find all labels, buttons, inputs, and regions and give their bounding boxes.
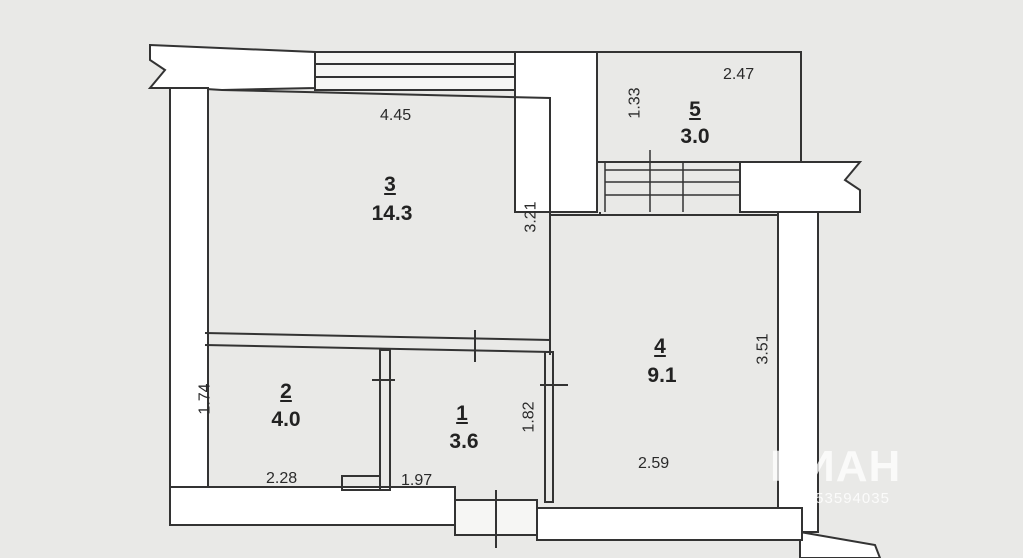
room5-number: 5 — [689, 98, 701, 121]
room3-area: 14.3 — [371, 202, 413, 225]
room3-number: 3 — [384, 173, 396, 196]
partition-r1-r4 — [544, 351, 554, 503]
dim-room1-height: 1.82 — [520, 401, 538, 433]
dim-room3-width: 4.45 — [380, 107, 412, 124]
wall-right-column — [739, 161, 863, 213]
dim-room2-width: 2.28 — [266, 470, 298, 487]
balcony-frame — [596, 51, 802, 163]
dim-room2-height: 1.74 — [196, 383, 214, 415]
room1-area: 3.6 — [449, 430, 479, 453]
wall-right-bottom — [799, 530, 882, 558]
wall-right — [777, 211, 819, 533]
dim-room5-width: 2.47 — [723, 66, 755, 83]
walls — [147, 43, 882, 558]
watermark-id: ID 53594035 — [793, 490, 890, 507]
room1-number: 1 — [456, 402, 468, 425]
stairs — [604, 150, 740, 212]
wall-bottom-right — [536, 507, 803, 541]
niche — [341, 475, 381, 491]
dim-room3-height: 3.21 — [522, 201, 540, 233]
watermark-logo: ЦИАН — [770, 442, 902, 491]
room2-number: 2 — [280, 380, 292, 403]
wall-left — [169, 87, 209, 494]
window-top — [314, 51, 516, 91]
wall-top-left — [147, 43, 316, 92]
partition-mid — [204, 332, 551, 354]
dim-room4-height: 3.51 — [754, 333, 772, 365]
room4-number: 4 — [654, 335, 666, 358]
dim-room1-width: 1.97 — [401, 472, 433, 489]
wall-top-column — [514, 51, 598, 213]
partition-r2-r1 — [379, 349, 391, 491]
dim-room4-width: 2.59 — [638, 455, 670, 472]
room4-area: 9.1 — [647, 364, 677, 387]
room2-area: 4.0 — [271, 408, 301, 431]
partitions — [204, 89, 778, 548]
room5-area: 3.0 — [680, 125, 710, 148]
wall-bottom-left — [169, 486, 456, 526]
dim-room5-height: 1.33 — [626, 87, 644, 119]
